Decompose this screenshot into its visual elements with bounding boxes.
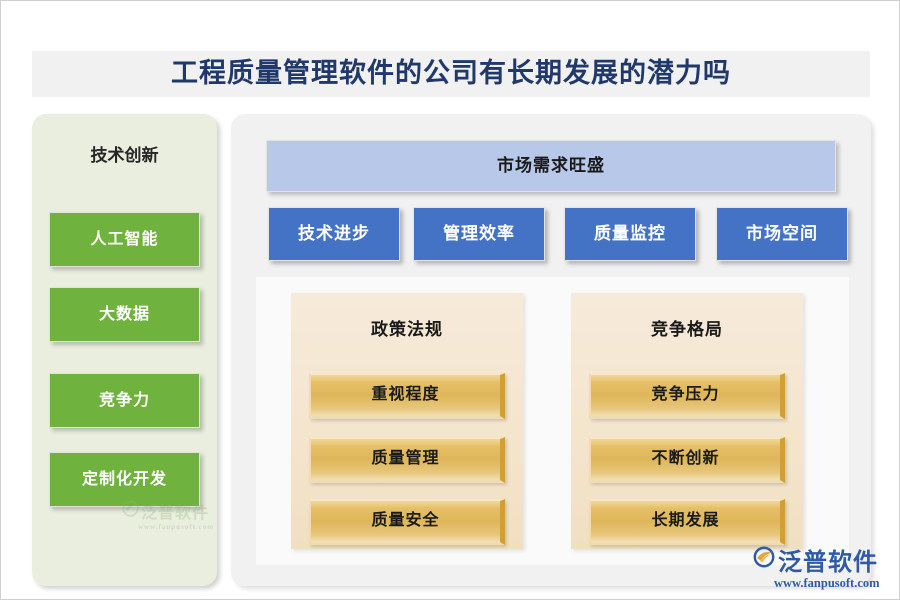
factor-box-3[interactable]: 市场空间 (716, 207, 848, 261)
sidebar-item-3[interactable]: 定制化开发 (49, 452, 200, 507)
gold-panel-competition: 竞争格局 竞争压力 不断创新 长期发展 (571, 293, 803, 549)
sidebar-panel-technology-innovation: 技术创新 人工智能 大数据 竞争力 定制化开发 泛普软件 www.fanpuso… (32, 114, 217, 586)
gold-panel-0-title: 政策法规 (371, 320, 443, 339)
main-panel: 市场需求旺盛 技术进步 管理效率 质量监控 市场空间 政策法规 重视程度 质量管… (231, 114, 871, 586)
gold-panels-region: 政策法规 重视程度 质量管理 质量安全 竞争格局 竞争压力 不断创新 长期发展 (256, 277, 849, 565)
gold-panel-1-item-2[interactable]: 长期发展 (589, 499, 785, 545)
gold-panel-0-item-0[interactable]: 重视程度 (309, 373, 505, 419)
gold-panel-1-title: 竞争格局 (651, 320, 723, 339)
sidebar-title: 技术创新 (90, 146, 159, 165)
title-band: 工程质量管理软件的公司有长期发展的潜力吗 (32, 51, 870, 97)
market-demand-bar[interactable]: 市场需求旺盛 (266, 140, 836, 192)
gold-panel-1-item-1[interactable]: 不断创新 (589, 437, 785, 483)
gold-panel-0-item-2[interactable]: 质量安全 (309, 499, 505, 545)
sidebar-item-0[interactable]: 人工智能 (49, 212, 200, 267)
sidebar-item-2[interactable]: 竞争力 (49, 373, 200, 428)
page-title: 工程质量管理软件的公司有长期发展的潜力吗 (171, 58, 731, 88)
factor-box-0[interactable]: 技术进步 (268, 207, 400, 261)
gold-panel-1-item-0[interactable]: 竞争压力 (589, 373, 785, 419)
gold-panel-0-item-1[interactable]: 质量管理 (309, 437, 505, 483)
sidebar-item-1[interactable]: 大数据 (49, 287, 200, 342)
gold-panel-policy: 政策法规 重视程度 质量管理 质量安全 (291, 293, 523, 549)
factor-box-1[interactable]: 管理效率 (413, 207, 545, 261)
factor-box-2[interactable]: 质量监控 (564, 207, 696, 261)
